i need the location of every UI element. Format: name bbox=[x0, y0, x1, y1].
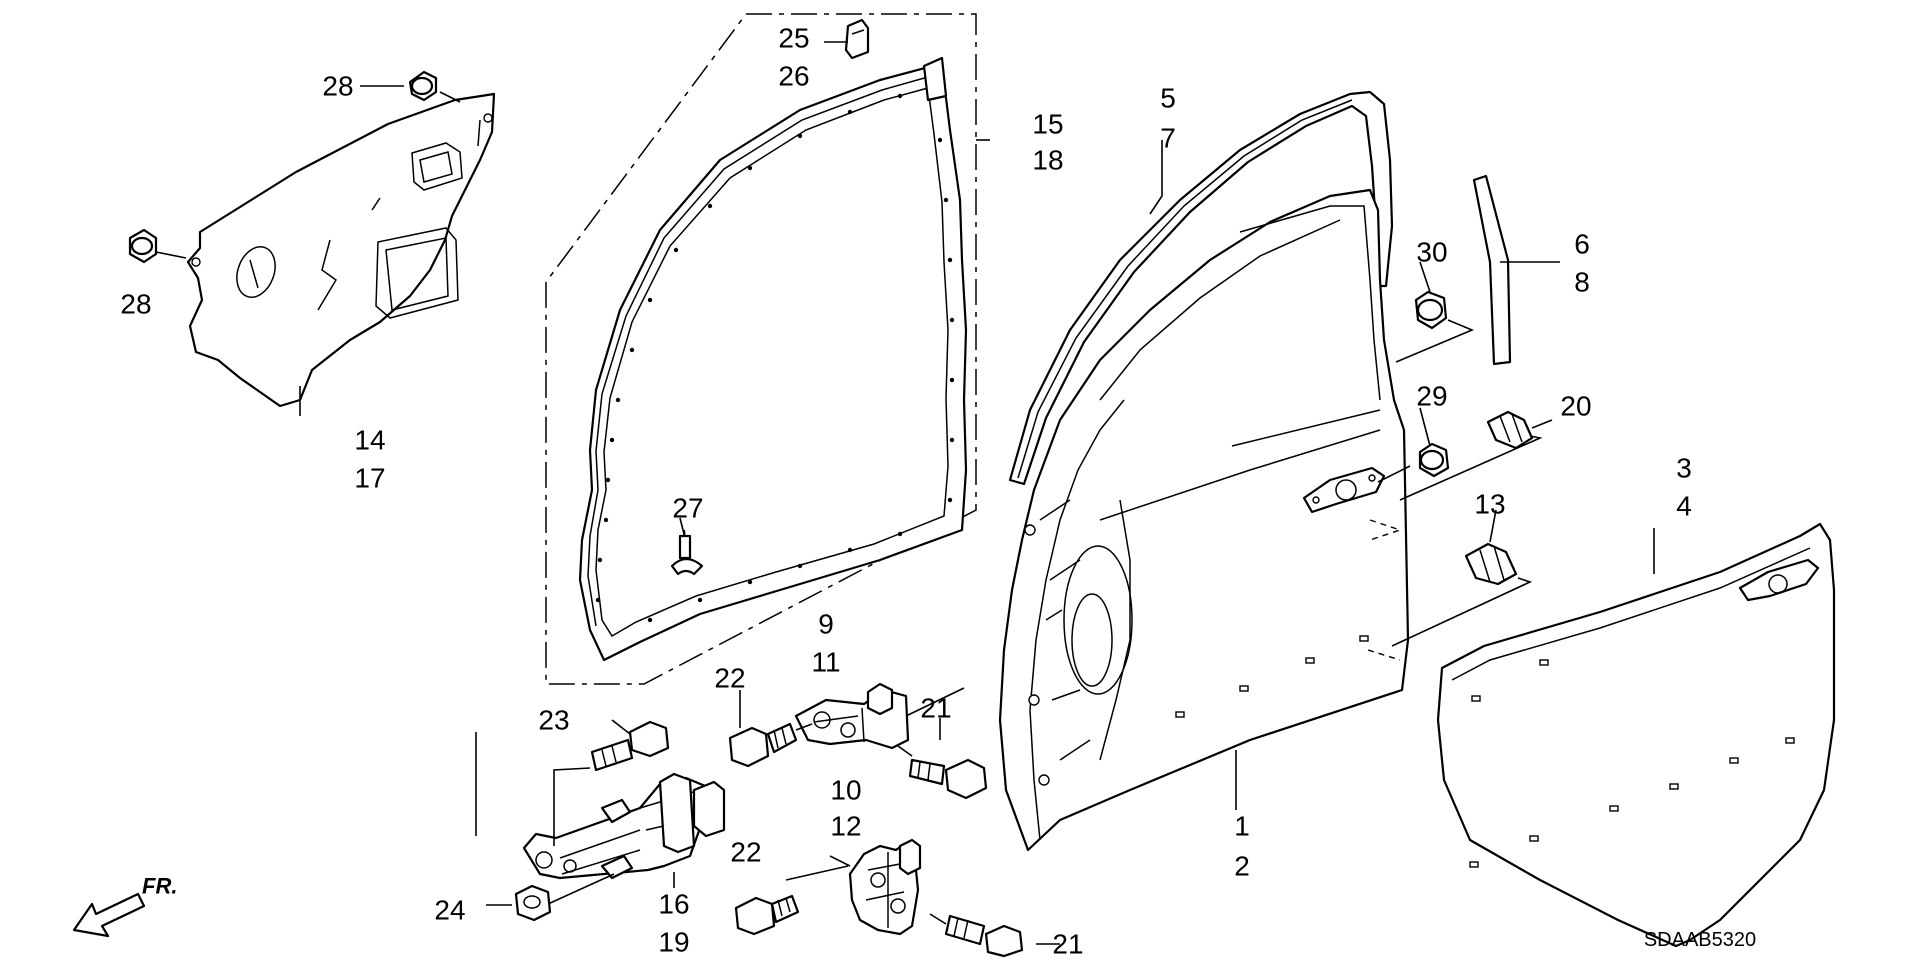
callout-9: 9 bbox=[818, 609, 834, 640]
clip-27 bbox=[670, 529, 704, 576]
callout-3: 3 bbox=[1676, 453, 1692, 484]
callout-6: 6 bbox=[1574, 229, 1590, 260]
callout-28-top: 28 bbox=[322, 71, 353, 102]
callout-19: 19 bbox=[658, 927, 689, 958]
upper-hinge bbox=[794, 682, 910, 750]
bolt-22-lower bbox=[734, 894, 800, 936]
callout-4: 4 bbox=[1676, 491, 1692, 522]
clip-28-left bbox=[128, 228, 158, 264]
callout-18: 18 bbox=[1032, 145, 1063, 176]
callout-7: 7 bbox=[1160, 123, 1176, 154]
trim-strip bbox=[1472, 174, 1512, 366]
callout-26: 26 bbox=[778, 61, 809, 92]
callout-5: 5 bbox=[1160, 83, 1176, 114]
front-direction-arrow bbox=[72, 892, 146, 938]
door-outer-skin bbox=[1436, 522, 1836, 948]
clip-30 bbox=[1414, 290, 1448, 330]
callout-20: 20 bbox=[1560, 391, 1591, 422]
callout-14: 14 bbox=[354, 425, 385, 456]
front-direction-label: FR. bbox=[142, 874, 177, 899]
callout-1: 1 bbox=[1234, 811, 1250, 842]
bolt-23 bbox=[590, 720, 670, 772]
callout-15: 15 bbox=[1032, 109, 1063, 140]
diagram-code: SDAAB5320 bbox=[1644, 929, 1756, 951]
callout-17: 17 bbox=[354, 463, 385, 494]
callout-23: 23 bbox=[538, 705, 569, 736]
bolt-21-lower bbox=[944, 914, 1024, 958]
callout-11: 11 bbox=[811, 647, 840, 678]
callout-8: 8 bbox=[1574, 267, 1590, 298]
door-checker bbox=[522, 772, 726, 880]
bolt-22-upper bbox=[728, 722, 798, 768]
callout-22-upper: 22 bbox=[714, 663, 745, 694]
callout-24: 24 bbox=[434, 895, 465, 926]
callout-28-left: 28 bbox=[120, 289, 151, 320]
callout-12: 12 bbox=[830, 811, 861, 842]
bolt-21-upper bbox=[908, 758, 988, 800]
callout-21-upper: 21 bbox=[920, 693, 951, 724]
callout-21-lower: 21 bbox=[1052, 929, 1083, 959]
callout-22-lower: 22 bbox=[730, 837, 761, 868]
callout-25: 25 bbox=[778, 23, 809, 54]
nut-24 bbox=[514, 884, 552, 922]
callout-30: 30 bbox=[1416, 237, 1447, 268]
door-shell bbox=[998, 188, 1410, 852]
callout-29: 29 bbox=[1416, 381, 1447, 412]
buffer-20 bbox=[1486, 410, 1534, 450]
door-weatherstrip bbox=[545, 13, 977, 685]
clip-25-26 bbox=[844, 18, 870, 60]
callout-2: 2 bbox=[1234, 851, 1250, 882]
callout-13: 13 bbox=[1474, 489, 1505, 520]
door-hole-seal-panel bbox=[186, 92, 496, 408]
clip-29 bbox=[1418, 442, 1450, 478]
callout-10: 10 bbox=[830, 775, 861, 806]
callout-27: 27 bbox=[672, 493, 703, 524]
lower-hinge bbox=[848, 838, 922, 936]
clip-28-top bbox=[408, 70, 438, 102]
callout-16: 16 bbox=[658, 889, 689, 920]
buffer-13 bbox=[1464, 542, 1518, 586]
